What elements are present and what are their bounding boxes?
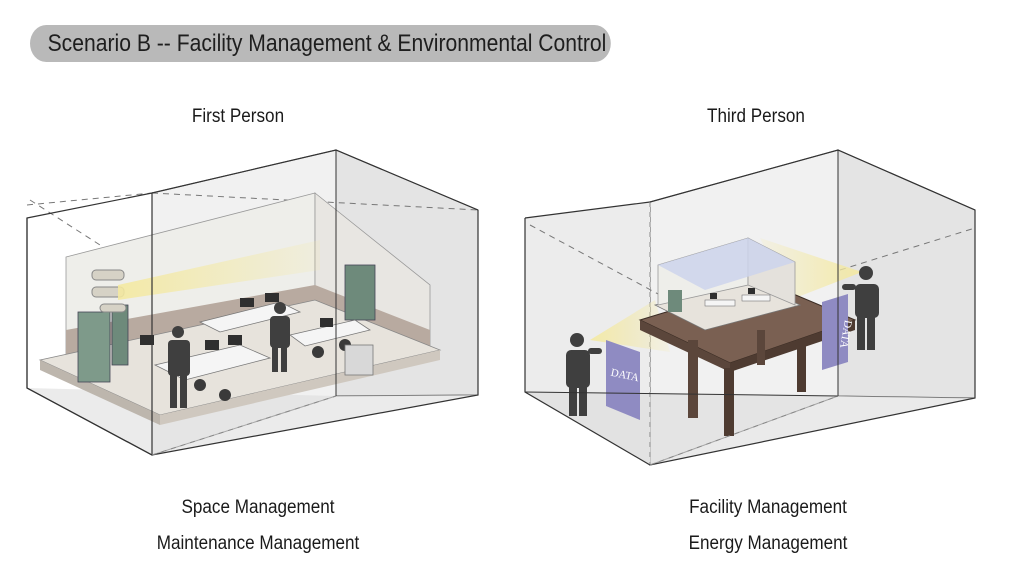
caption-facility-management: Facility Management: [689, 497, 847, 518]
person-figure: [842, 266, 879, 350]
caption-space-management: Space Management: [181, 497, 335, 518]
person-figure: [566, 333, 602, 416]
svg-text:DATA: DATA: [837, 319, 854, 349]
first-person-room: [26, 149, 479, 457]
right-captions: Facility Management Energy Management: [615, 490, 921, 562]
person-figure: [168, 326, 190, 408]
caption-energy-management: Energy Management: [688, 533, 848, 554]
caption-maintenance-management: Maintenance Management: [156, 533, 360, 554]
scenario-title: Scenario B -- Facility Management & Envi…: [30, 25, 611, 62]
person-figure: [270, 302, 290, 372]
svg-text:DATA: DATA: [610, 367, 640, 385]
third-person-label: Third Person: [707, 106, 805, 127]
data-sign-right: DATA: [822, 294, 854, 370]
office-model: [38, 192, 442, 425]
third-person-room: DATA DATA: [524, 149, 976, 466]
data-sign-left: DATA: [606, 340, 640, 420]
left-captions: Space Management Maintenance Management: [105, 490, 411, 562]
first-person-label: First Person: [191, 106, 285, 127]
table-with-model: [638, 237, 857, 436]
